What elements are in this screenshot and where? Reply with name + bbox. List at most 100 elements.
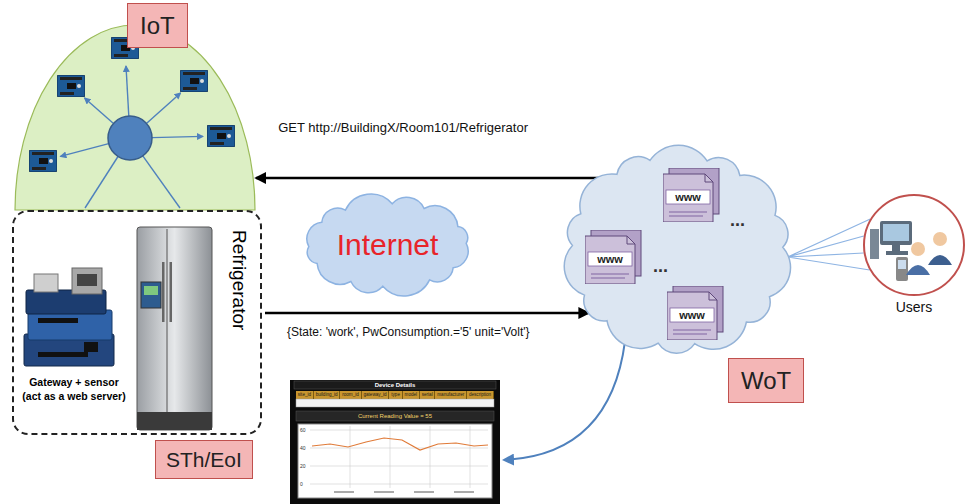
axis-tick: 60 [300, 427, 306, 433]
hub-circle [108, 116, 152, 160]
axis-tick: 40 [300, 445, 306, 451]
refrigerator-picture-part [137, 412, 212, 430]
person-body [928, 255, 952, 265]
table-header-cell: manufacturer [435, 391, 467, 399]
table-row [296, 399, 494, 407]
device-caption: Gateway + sensor (act as a web server) [20, 375, 128, 403]
iot-devices [15, 25, 255, 210]
edge-label: GET http://BuildingX/Room101/Refrigerato… [278, 120, 528, 136]
iot-region: IoT [15, 25, 255, 210]
chart-grid-part [350, 426, 351, 488]
region-outline [15, 25, 255, 210]
connector [265, 312, 588, 315]
monitor [880, 221, 912, 245]
chart-grid-part [430, 426, 431, 488]
phone-screen [898, 260, 906, 269]
page-label: www [666, 190, 710, 204]
reading-line [312, 438, 488, 450]
device-name: Refrigerator [228, 230, 250, 330]
monitor-base [886, 251, 908, 255]
connector [256, 177, 601, 180]
cloud-label: Internet [295, 226, 480, 264]
page-label: www [670, 308, 714, 322]
dashboard-panel: Device DetailsCurrent Reading Value = 55 [290, 380, 500, 504]
chart-grid-part [310, 466, 488, 467]
gateway-board-part [38, 318, 78, 323]
pc-tower [870, 229, 879, 259]
table-header-cell: building_id [314, 391, 341, 399]
table-header-cell: serial [420, 391, 436, 399]
web-page-icon [585, 230, 641, 284]
refrigerator-picture-part [167, 229, 168, 412]
cloud-outline [564, 145, 790, 353]
link-lines-part [143, 156, 180, 208]
table-header-cell: site_id [296, 391, 314, 399]
axis-marks [334, 491, 474, 493]
table-header-row: site_idbuilding_idroom_idgateway_idtypem… [296, 391, 494, 399]
refrigerator-picture-part [141, 282, 161, 308]
chart-grid-part [310, 484, 488, 485]
table-header-cell: gateway_id [362, 391, 390, 399]
users-circle: Users [862, 193, 966, 317]
link-lines-part [60, 144, 108, 157]
arduino-board [57, 75, 85, 97]
arduino-board [207, 125, 235, 147]
reading-value: Current Reading Value = 55 [290, 411, 500, 421]
panel-title: Device Details [290, 381, 500, 389]
chart-grid-part [310, 430, 488, 431]
table-header-cell: room_id [340, 391, 361, 399]
axis-marks-part [414, 491, 434, 493]
refrigerator-picture-part [144, 286, 158, 295]
axis-tick: 20 [300, 463, 306, 469]
internet-cloud: Internet [295, 190, 480, 300]
web-page-icon [667, 286, 723, 340]
chart-grid-part [470, 426, 471, 488]
person-head [911, 242, 925, 256]
table-header [296, 391, 494, 399]
phone [896, 257, 908, 281]
connector [504, 341, 625, 460]
dashboard-screenshot [290, 380, 500, 504]
section-tag: IoT [127, 3, 188, 48]
refrigerator-picture-part [137, 227, 212, 430]
refrigerator-picture [137, 227, 212, 430]
web-page-icon [663, 168, 719, 222]
ellipsis: ... [730, 210, 745, 230]
users-label: Users [862, 299, 966, 315]
page-label: www [588, 252, 632, 266]
smart-thing-box: Gateway + sensor (act as a web server) Re… [12, 210, 262, 435]
refrigerator-picture-part [170, 262, 173, 322]
chart-grid-part [390, 426, 391, 488]
ellipsis: ... [653, 256, 668, 276]
person-body [906, 265, 930, 275]
gateway-board [24, 268, 114, 366]
chart-grid-part [310, 448, 488, 449]
circle-outline [864, 195, 964, 295]
link-lines-part [85, 98, 114, 124]
arduino-board [29, 150, 57, 172]
gateway-board-part [38, 352, 88, 357]
link-lines-part [152, 136, 203, 137]
web-pages [555, 140, 800, 362]
link-lines-part [85, 157, 118, 209]
gateway-board-part [77, 274, 97, 286]
monitor-screen [883, 224, 909, 241]
screen-ground [290, 380, 500, 504]
gateway-board-part [34, 274, 58, 292]
section-tag: WoT [728, 358, 804, 403]
users-icons [862, 193, 966, 297]
axis-marks-part [334, 491, 354, 493]
wot-cloud: wwwwwwwww......WoT [555, 140, 800, 362]
table-header-cell: type [389, 391, 402, 399]
axis-marks-part [454, 491, 474, 493]
link-lines-part [146, 93, 180, 123]
connector [788, 219, 871, 270]
axis-tick: 0 [300, 481, 303, 487]
edge-label: {State: 'work', PwConsumption.='5' unit=… [287, 324, 530, 340]
table-header-cell: model [403, 391, 420, 399]
gateway-board-part [72, 268, 102, 294]
section-tag: STh/EoI [155, 440, 253, 479]
chart-area [298, 424, 492, 498]
axis-marks-part [374, 491, 394, 493]
